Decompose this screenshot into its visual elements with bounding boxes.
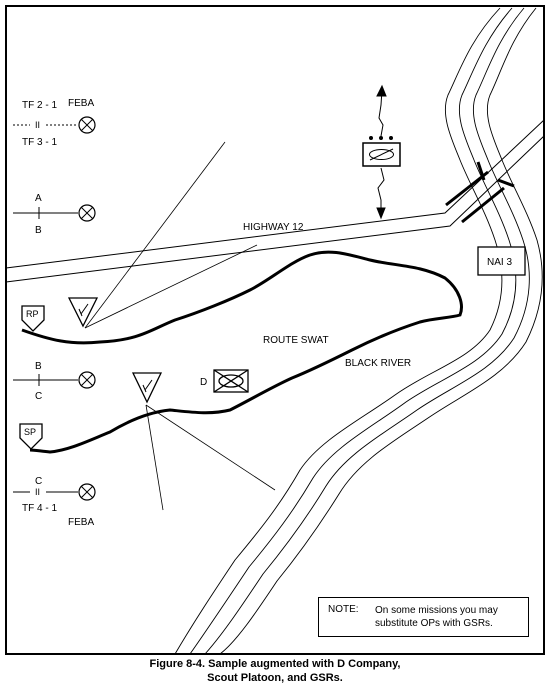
highway-label: HIGHWAY 12 xyxy=(243,222,304,233)
svg-text:C: C xyxy=(35,391,42,402)
note-label: NOTE: xyxy=(328,604,359,615)
legend-boundary-top: TF 2 - 1 FEBA II TF 3 - 1 xyxy=(13,98,96,148)
d-company-symbol xyxy=(213,369,249,393)
unit-d-label: D xyxy=(200,377,207,388)
highway-12 xyxy=(5,119,545,283)
svg-text:TF 2 - 1: TF 2 - 1 xyxy=(22,100,57,111)
svg-text:TF 4 - 1: TF 4 - 1 xyxy=(22,503,57,514)
svg-text:RP: RP xyxy=(26,309,39,319)
bridge xyxy=(445,161,515,224)
svg-text:FEBA: FEBA xyxy=(68,98,94,109)
route-label: ROUTE SWAT xyxy=(263,335,329,346)
op-top-fan xyxy=(84,141,258,329)
legend-boundary-ab: A B xyxy=(13,193,96,236)
sp-marker: SP xyxy=(19,423,43,450)
svg-text:C: C xyxy=(35,476,42,487)
note-text: On some missions you may substitute OPs … xyxy=(375,605,498,629)
rp-marker: RP xyxy=(21,305,45,332)
svg-text:SP: SP xyxy=(24,427,36,437)
svg-text:B: B xyxy=(35,361,42,372)
svg-text:B: B xyxy=(35,225,42,236)
svg-text:FEBA: FEBA xyxy=(68,517,94,528)
op-triangle-top xyxy=(67,297,99,328)
svg-text:II: II xyxy=(35,487,40,497)
route-swat xyxy=(21,250,463,454)
svg-text:II: II xyxy=(35,120,40,130)
svg-text:TF 3 - 1: TF 3 - 1 xyxy=(22,137,57,148)
svg-text:A: A xyxy=(35,193,42,204)
note-box: NOTE: On some missions you may substitut… xyxy=(318,597,529,637)
black-river xyxy=(174,7,543,655)
legend-boundary-bottom: C II TF 4 - 1 FEBA xyxy=(13,476,96,528)
figure-caption-line2: Scout Platoon, and GSRs. xyxy=(207,672,343,684)
op-triangle-bottom xyxy=(131,372,163,404)
nai-label: NAI 3 xyxy=(487,257,512,268)
legend-boundary-bc: B C xyxy=(13,361,96,402)
river-label: BLACK RIVER xyxy=(345,358,411,369)
op-bottom-fan xyxy=(145,404,276,511)
map-frame xyxy=(5,5,545,655)
figure-caption-line1: Figure 8-4. Sample augmented with D Comp… xyxy=(149,658,401,670)
gsr-radar-symbol xyxy=(362,84,401,220)
nai-box xyxy=(477,246,526,276)
